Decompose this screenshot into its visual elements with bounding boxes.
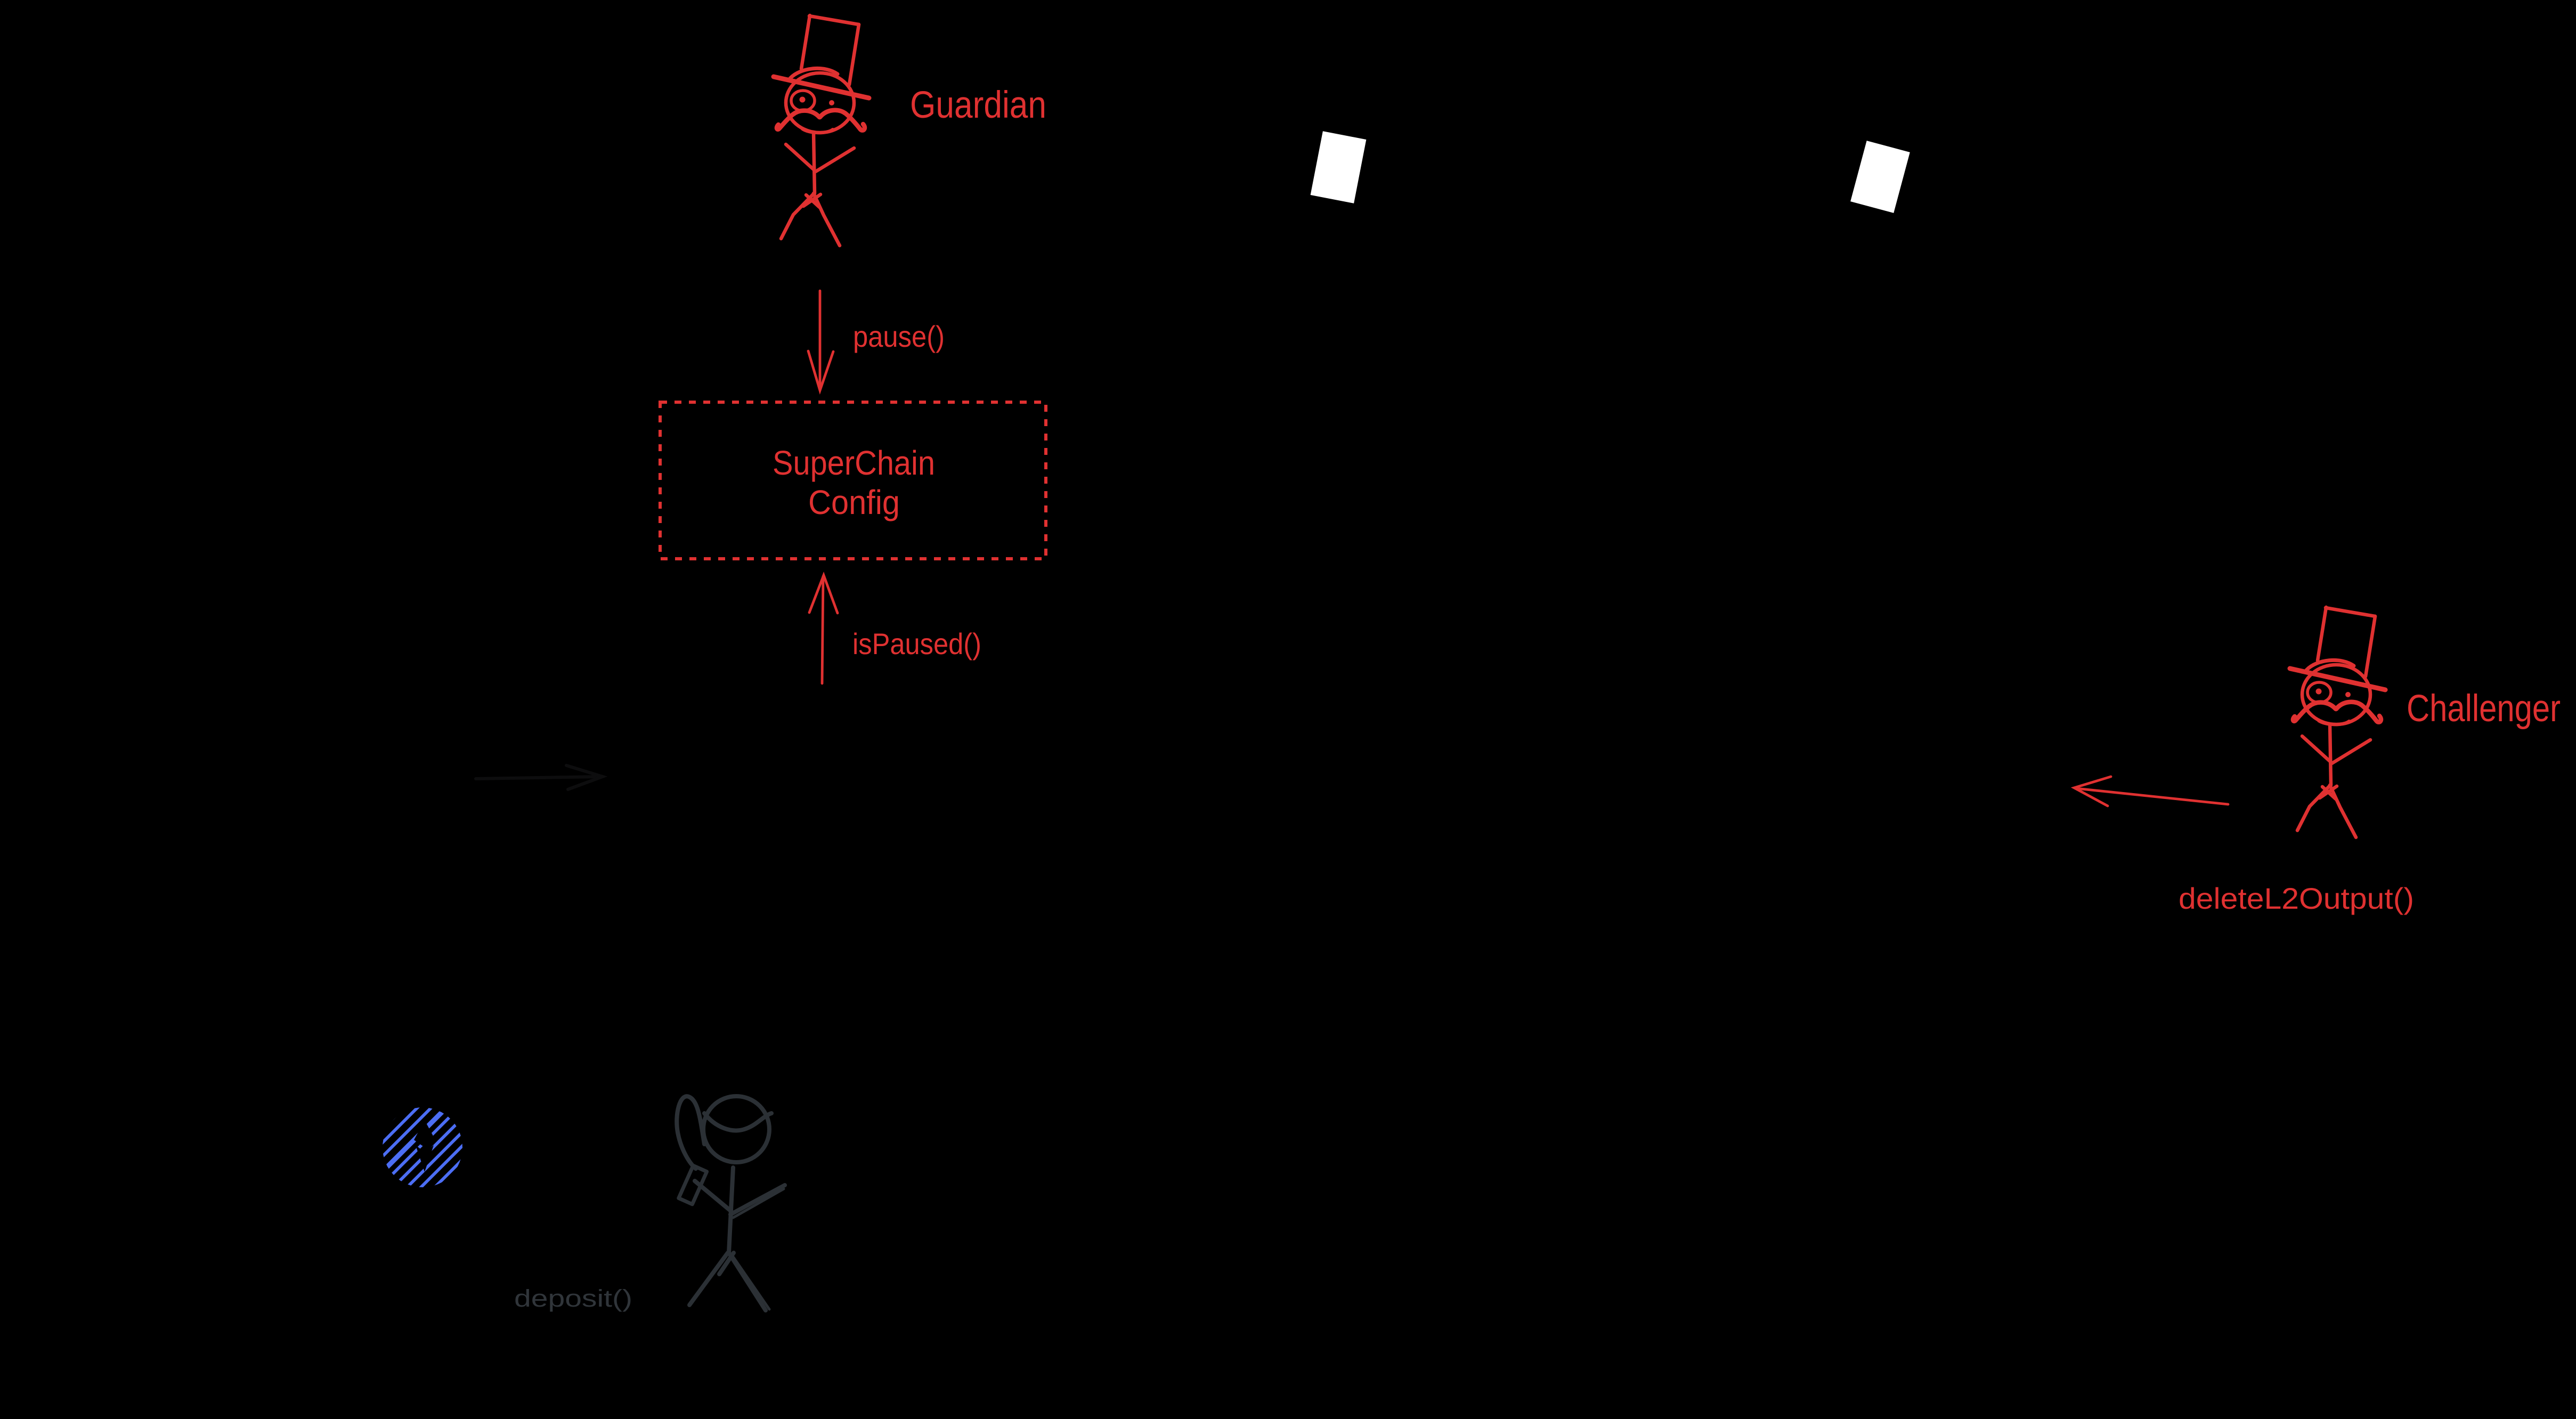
svg-text:Guardian: Guardian	[910, 84, 1046, 126]
svg-text:Config: Config	[808, 483, 900, 521]
svg-text:isPaused(): isPaused()	[852, 627, 981, 660]
svg-text:deleteL2Output(): deleteL2Output()	[2179, 882, 2414, 915]
svg-text:SuperChain: SuperChain	[773, 444, 935, 482]
svg-text:pause(): pause()	[853, 320, 945, 353]
svg-text:deposit(): deposit()	[514, 1285, 632, 1312]
svg-text:Challenger: Challenger	[2407, 688, 2561, 730]
